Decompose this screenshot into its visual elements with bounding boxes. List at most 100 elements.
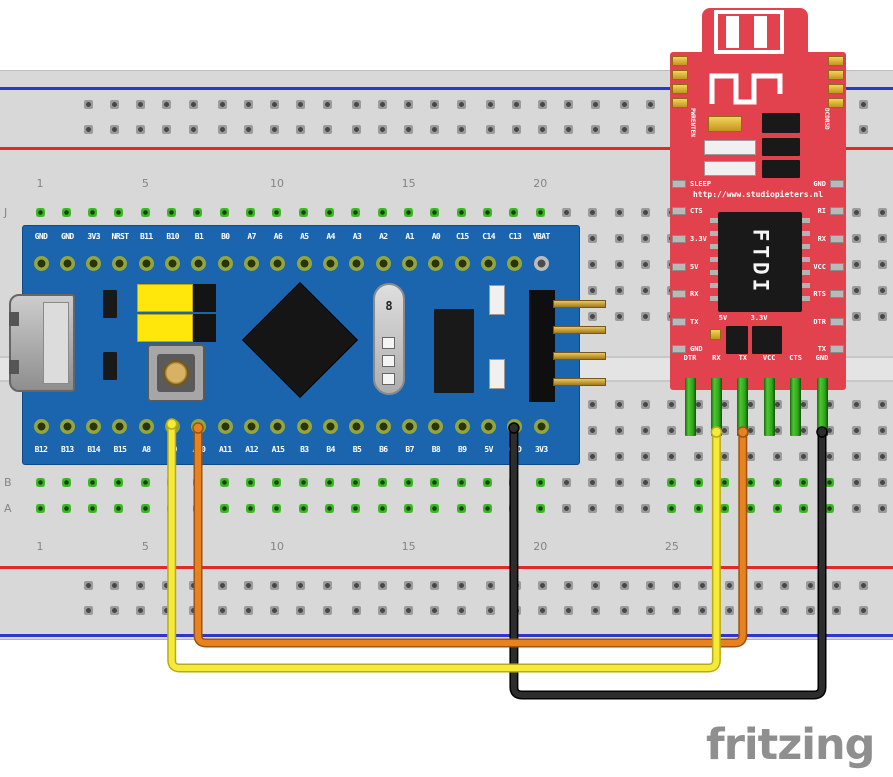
bluepill-pin-label: 5V [484,445,493,454]
power-rail-hole [83,580,93,590]
bluepill-pin-hole[interactable] [349,255,365,271]
ftdi-leg-pin[interactable] [737,378,749,436]
bluepill-pin-hole[interactable] [428,418,444,434]
swd-header-pin[interactable] [553,378,606,386]
power-rail-hole [485,124,495,134]
power-rail-hole [351,124,361,134]
bluepill-pin-hole[interactable] [296,255,312,271]
bluepill-pin-hole[interactable] [454,418,470,434]
power-rail-hole [832,580,842,590]
bluepill-pin-hole[interactable] [270,418,286,434]
bluepill-pin-label: C14 [482,232,495,241]
ftdi-pad [672,345,686,353]
gold-pad [828,84,844,94]
bluepill-pin-hole[interactable] [112,418,128,434]
bluepill-pin-hole[interactable] [86,418,102,434]
reset-button[interactable] [147,344,205,402]
power-rail-hole [136,580,146,590]
breadboard-hole [588,311,598,321]
bluepill-pin-hole[interactable] [59,418,75,434]
bluepill-pin-hole[interactable] [402,255,418,271]
breadboard-hole [878,451,888,461]
bluepill-pin-hole[interactable] [375,255,391,271]
bluepill-pin-hole[interactable] [59,255,75,271]
breadboard-hole [588,207,598,217]
ftdi-leg-pin[interactable] [790,378,802,436]
breadboard-hole [878,285,888,295]
bluepill-pin-hole[interactable] [533,418,549,434]
bluepill-pin-hole[interactable] [165,255,181,271]
reset-button-cap[interactable] [163,360,189,386]
bluepill-pin-hole[interactable] [217,255,233,271]
bluepill-pin-label: 3V3 [534,445,548,454]
boot0-jumper[interactable] [137,284,193,312]
breadboard-hole [799,399,809,409]
bluepill-pin-hole[interactable] [323,418,339,434]
usb-face [43,302,69,384]
breadboard-hole [851,233,861,243]
swd-header-pin[interactable] [553,300,606,308]
bluepill-pin-hole[interactable] [191,418,207,434]
bluepill-pin-hole[interactable] [270,255,286,271]
column-number: 20 [533,177,548,190]
bluepill-pin-hole[interactable] [349,418,365,434]
ftdi-leg-pin[interactable] [816,378,828,436]
bluepill-pin-label: C15 [455,232,469,241]
bluepill-pin-label: B12 [34,445,48,454]
boot1-jumper[interactable] [137,314,193,342]
breadboard-hole [562,207,572,217]
smd-component [762,138,800,156]
bluepill-pin-hole[interactable] [375,418,391,434]
bluepill-pin-label: NRST [111,232,129,241]
breadboard-hole-connected [351,207,361,217]
bluepill-pin-hole[interactable] [112,255,128,271]
power-rail-hole [136,124,146,134]
bluepill-pin-hole[interactable] [86,255,102,271]
breadboard-hole [878,425,888,435]
bluepill-pin-hole[interactable] [402,418,418,434]
swd-header-pin[interactable] [553,326,606,334]
power-rail-hole [538,99,548,109]
bluepill-pin-hole[interactable] [428,255,444,271]
bluepill-pin-hole[interactable] [507,255,523,271]
bluepill-pin-hole[interactable] [191,255,207,271]
voltage-jumper[interactable] [752,326,782,354]
breadboard-hole [851,477,861,487]
jumper-pad [710,329,721,340]
crystal-detail [382,337,395,349]
ftdi-usb-serial-board[interactable]: http://www.studiopieters.nl PWRENTEN DCD… [670,8,846,436]
voltage-jumper[interactable] [726,326,748,354]
ftdi-leg-pin[interactable] [710,378,722,436]
power-rail-hole [270,99,280,109]
power-rail-hole [858,124,868,134]
bluepill-pin-hole[interactable] [244,418,260,434]
bluepill-pin-hole[interactable] [507,418,523,434]
bluepill-pin-hole[interactable] [33,418,49,434]
bluepill-pin-hole[interactable] [323,255,339,271]
ftdi-pad [830,290,844,298]
bluepill-pin-hole[interactable] [481,418,497,434]
ftdi-leg-pin[interactable] [763,378,775,436]
bluepill-pin-hole[interactable] [33,255,49,271]
swd-header-pin[interactable] [553,352,606,360]
breadboard-hole [851,285,861,295]
bluepill-pin-label: A7 [247,232,256,241]
bluepill-pin-hole[interactable] [217,418,233,434]
bluepill-pin-hole[interactable] [454,255,470,271]
ftdi-pad [672,235,686,243]
bluepill-pin-hole[interactable] [165,418,181,434]
bluepill-pin-hole[interactable] [533,255,549,271]
bluepill-pin-hole[interactable] [481,255,497,271]
bluepill-pin-hole[interactable] [244,255,260,271]
bluepill-pin-hole[interactable] [296,418,312,434]
bluepill-pin-hole[interactable] [138,255,154,271]
ftdi-leg-pin[interactable] [684,378,696,436]
bluepill-pin-label: A10 [192,445,206,454]
bluepill-pin-label: B3 [300,445,309,454]
bluepill-pin-hole[interactable] [138,418,154,434]
breadboard-hole-connected [61,503,71,513]
breadboard-hole-connected [140,477,150,487]
bluepill-pin-label: B13 [61,445,74,454]
